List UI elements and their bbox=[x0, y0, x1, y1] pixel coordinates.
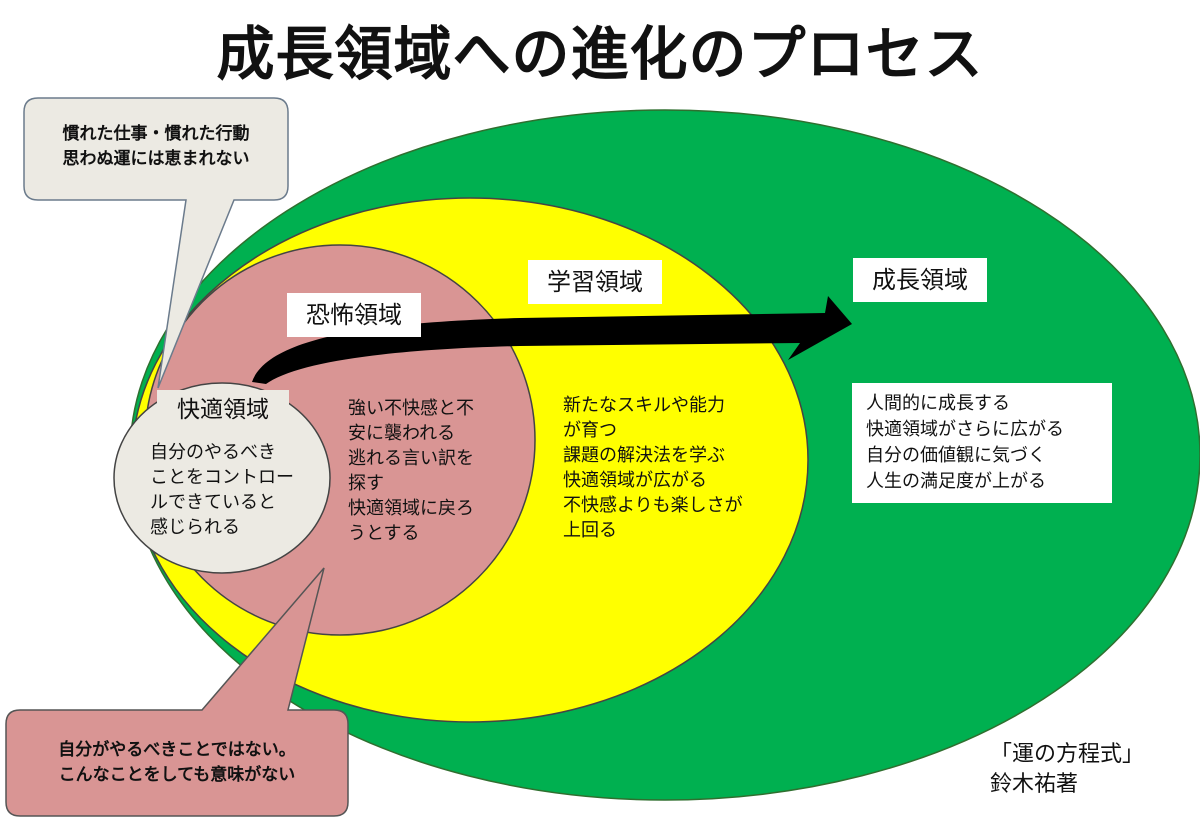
callout-top-bubble bbox=[23, 97, 289, 389]
learning-zone-text: 新たなスキルや能力 が育つ 課題の解決法を学ぶ 快適領域が広がる 不快感よりも楽… bbox=[563, 395, 743, 541]
comfort-zone-label: 快適領域 bbox=[157, 390, 289, 430]
comfort-zone-text: 自分のやるべき ことをコントロー ルできていると 感じられる bbox=[150, 442, 294, 538]
growth-zone-text: 人間的に成長する 快適領域がさらに広がる 自分の価値観に気づく 人生の満足度が上… bbox=[852, 383, 1112, 503]
comfort-zone bbox=[113, 382, 331, 574]
fear-zone-text: 強い不快感と不 安に襲われる 逃れる言い訳を 探す 快適領域に戻ろ うとする bbox=[348, 398, 474, 544]
callout-bottom-bubble bbox=[5, 567, 349, 817]
callout-top-text: 慣れた仕事・慣れた行動 思わぬ運には恵まれない bbox=[62, 124, 250, 169]
page-title: 成長領域への進化のプロセス bbox=[216, 20, 984, 88]
learning-zone-label: 学習領域 bbox=[528, 260, 662, 304]
fear-zone-label: 恐怖領域 bbox=[287, 293, 421, 337]
callout-bottom-text: 自分がやるべきことではない。 こんなことをしても意味がない bbox=[58, 740, 296, 785]
source-citation: 「運の方程式」 鈴木祐著 bbox=[990, 742, 1145, 797]
growth-arrow bbox=[252, 296, 852, 384]
growth-zone-label: 成長領域 bbox=[853, 258, 987, 302]
